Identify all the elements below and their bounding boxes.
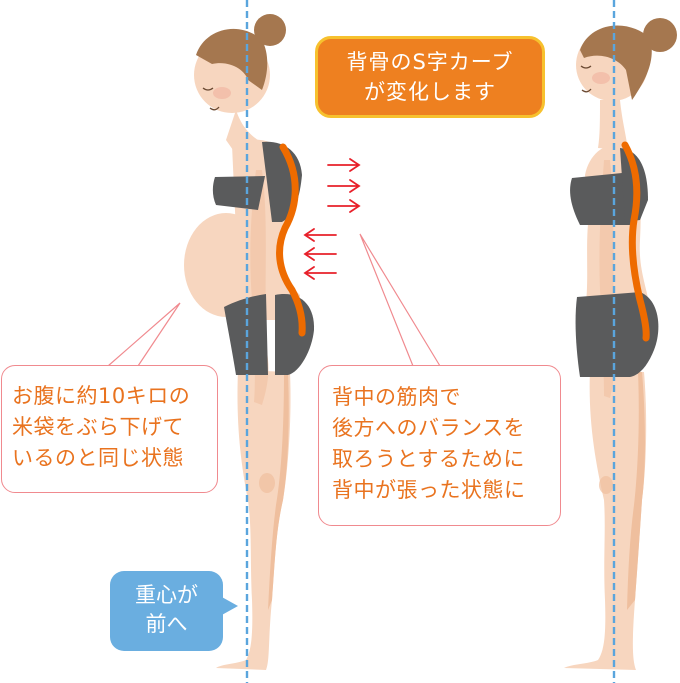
cog-line-1: 重心が [135,583,198,607]
spine-curve-title-box: 背骨のS字カーブ が変化します [315,36,545,118]
callout-line: 後方へのバランスを [332,416,526,440]
callout-line: お腹に約10キロの [12,384,191,408]
callout-line: 背中が張った状態に [332,478,526,502]
left-callout-tail [107,302,181,367]
force-arrows [303,158,361,280]
callout-line: 背中の筋肉で [332,385,461,409]
cog-line-2: 前へ [145,612,188,636]
back-muscle-callout: 背中の筋肉で 後方へのバランスを 取ろうとするために 背中が張った状態に [318,365,561,526]
belly-weight-callout: お腹に約10キロの 米袋をぶら下げて いるのと同じ状態 [1,365,218,493]
title-line-2: が変化します [364,80,496,104]
center-of-gravity-callout: 重心が 前へ [110,571,223,651]
callout-line: 取ろうとするために [332,447,525,471]
cog-callout-tail [220,596,238,616]
right-callout-tail [359,233,441,367]
normal-woman-figure [564,18,677,670]
callout-line: 米袋をぶら下げて [12,415,184,439]
title-line-1: 背骨のS字カーブ [346,50,514,74]
callout-line: いるのと同じ状態 [12,446,184,470]
